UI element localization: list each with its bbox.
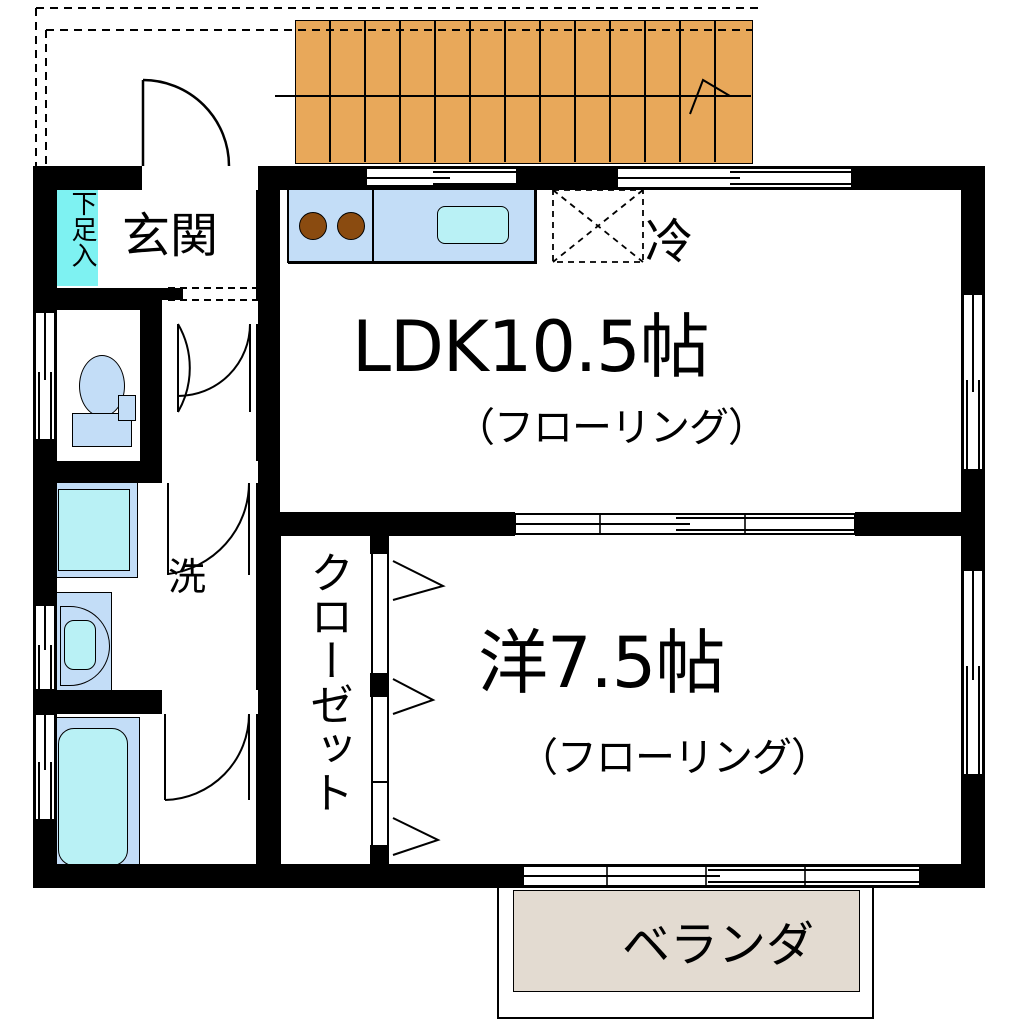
wall-hall-right <box>256 300 280 476</box>
ldk-label: LDK10.5帖 <box>352 306 710 388</box>
closet-floor <box>280 535 380 880</box>
wall-toilet-right <box>140 288 162 473</box>
wall-ldk-western-divider-right-stub <box>855 512 965 536</box>
stove-burner-left <box>299 212 327 240</box>
stove-burner-right <box>337 212 365 240</box>
wall-ldk-western-divider <box>270 512 420 536</box>
wall-bottom-jamb-left <box>33 864 523 888</box>
toilet-door-swing <box>177 323 251 413</box>
entrance-label: 玄関 <box>122 208 219 264</box>
wall-top-jamb-a <box>256 166 366 190</box>
washroom-label: 洗 <box>168 555 207 599</box>
staircase <box>295 20 753 164</box>
washing-machine-drum <box>58 489 130 571</box>
western-flooring-label: （フローリング） <box>518 735 831 781</box>
wall-ldk-western-divider-2 <box>420 512 515 536</box>
sliding-door-ldk-western <box>514 513 856 535</box>
wall-left-jamb-upper <box>33 166 57 312</box>
entrance-door-swing <box>141 78 231 167</box>
wall-right-jamb-mid <box>961 470 985 570</box>
shoe-box-label: 下足入 <box>67 190 97 268</box>
door-gap-washroom <box>162 461 258 483</box>
bathtub <box>58 728 128 866</box>
vanity-basin <box>64 620 96 670</box>
wall-top-jamb-b <box>517 166 617 190</box>
western-room-floor <box>383 535 968 880</box>
wall-bathroom-right <box>256 690 280 888</box>
wall-closet-right-mid-stub <box>370 673 388 697</box>
wall-bottom-jamb-right <box>920 864 985 888</box>
door-gap-toilet <box>162 300 258 324</box>
ldk-flooring-label: （フローリング） <box>455 405 768 451</box>
door-gap-bathroom <box>162 690 258 714</box>
door-gap-entrance <box>142 166 258 190</box>
toilet-lever <box>118 395 136 421</box>
shoe-box <box>50 186 98 286</box>
western-room-label: 洋7.5帖 <box>478 622 725 704</box>
veranda-label: ベランダ <box>622 917 815 973</box>
wall-toilet-bottom <box>33 461 183 483</box>
closet-label: クローゼット <box>302 550 353 814</box>
sink-basin <box>437 206 509 244</box>
wall-left-jamb-lower <box>33 820 57 888</box>
wall-top-jamb-c <box>852 166 985 190</box>
wall-washroom-right <box>256 461 280 701</box>
wall-left-jamb-mid <box>33 440 57 605</box>
wall-closet-right-top-stub <box>370 528 388 554</box>
refrigerator-label: 冷 <box>645 214 694 270</box>
